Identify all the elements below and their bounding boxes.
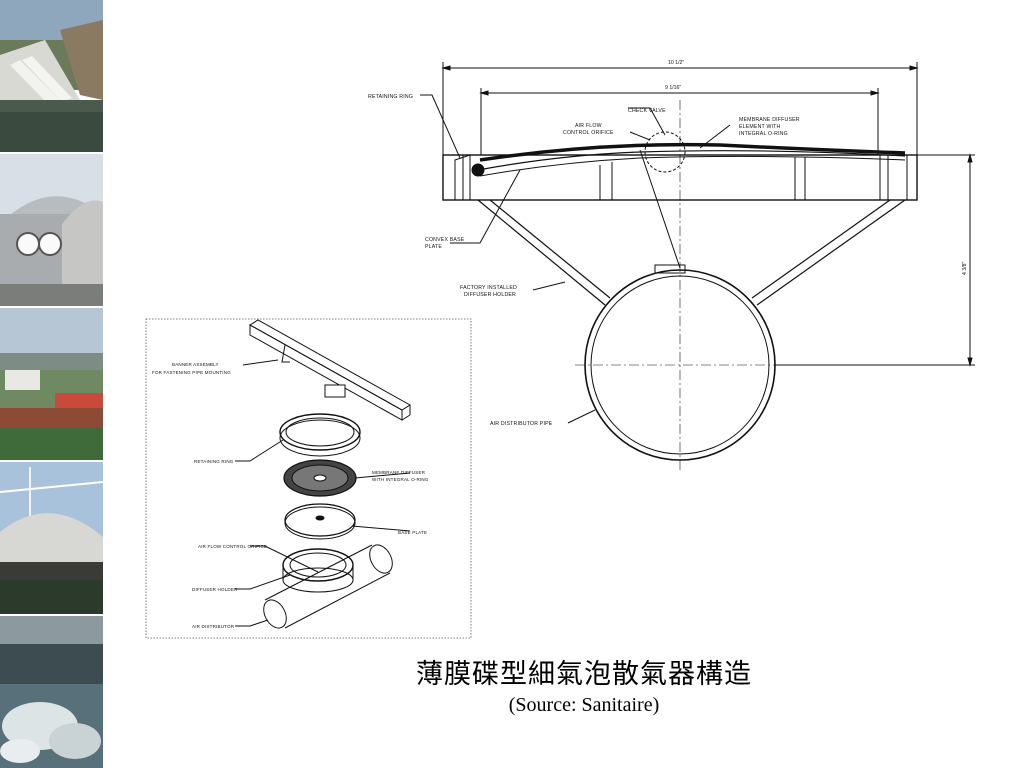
photo-construction-crane [0, 462, 103, 614]
label-exploded-retaining-ring: RETAINING RING [194, 459, 234, 464]
photo-dam-spillway [0, 0, 103, 152]
label-banner: BANNER ASSEMBLY [172, 362, 219, 367]
photo-sports-field [0, 308, 103, 460]
label-retaining-ring: RETAINING RING [368, 94, 413, 100]
label-banner-sub: FOR FASTENING PIPE MOUNTING [152, 370, 231, 375]
label-convex-1: CONVEX BASE [425, 237, 465, 243]
label-factory-1: FACTORY INSTALLED [460, 285, 517, 291]
exploded-assembly-diagram: BANNER ASSEMBLY FOR FASTENING PIPE MOUNT… [145, 318, 472, 639]
label-convex-2: PLATE [425, 244, 442, 250]
label-air-distributor: AIR DISTRIBUTOR [192, 624, 235, 629]
label-air-flow-2: CONTROL ORIFICE [563, 130, 614, 136]
sidebar-photo-strip [0, 0, 103, 768]
label-air-flow-orifice: AIR FLOW CONTROL ORIFICE [198, 544, 267, 549]
label-air-flow-1: AIR FLOW [575, 123, 602, 129]
photo-domed-building [0, 154, 103, 306]
label-membrane-3: INTEGRAL O-RING [739, 131, 788, 137]
label-exploded-membrane-2: WITH INTEGRAL O-RING [372, 477, 429, 482]
photo-aeration-water [0, 616, 103, 768]
label-membrane-2: ELEMENT WITH [739, 124, 781, 130]
dim-height: 4 3/8" [962, 261, 968, 275]
label-air-pipe: AIR DISTRIBUTOR PIPE [490, 421, 553, 427]
label-factory-2: DIFFUSER HOLDER [464, 292, 516, 298]
label-base-plate: BASE PLATE [398, 530, 427, 535]
diffuser-cross-section-diagram: RETAINING RING CHECK VALVE AIR FLOW CONT… [368, 60, 975, 470]
dim-inner-width: 9 1/16" [665, 85, 681, 91]
dim-overall-width: 10 1/2" [668, 60, 684, 66]
label-membrane-1: MEMBRANE DIFFUSER [739, 117, 800, 123]
label-exploded-membrane-1: MEMBRANE DIFFUSER [372, 470, 426, 475]
caption-title: 薄膜碟型細氣泡散氣器構造 [416, 659, 752, 690]
caption-source: (Source: Sanitaire) [508, 694, 660, 716]
label-check-valve: CHECK VALVE [628, 108, 666, 114]
label-diffuser-holder: DIFFUSER HOLDER [192, 587, 238, 592]
